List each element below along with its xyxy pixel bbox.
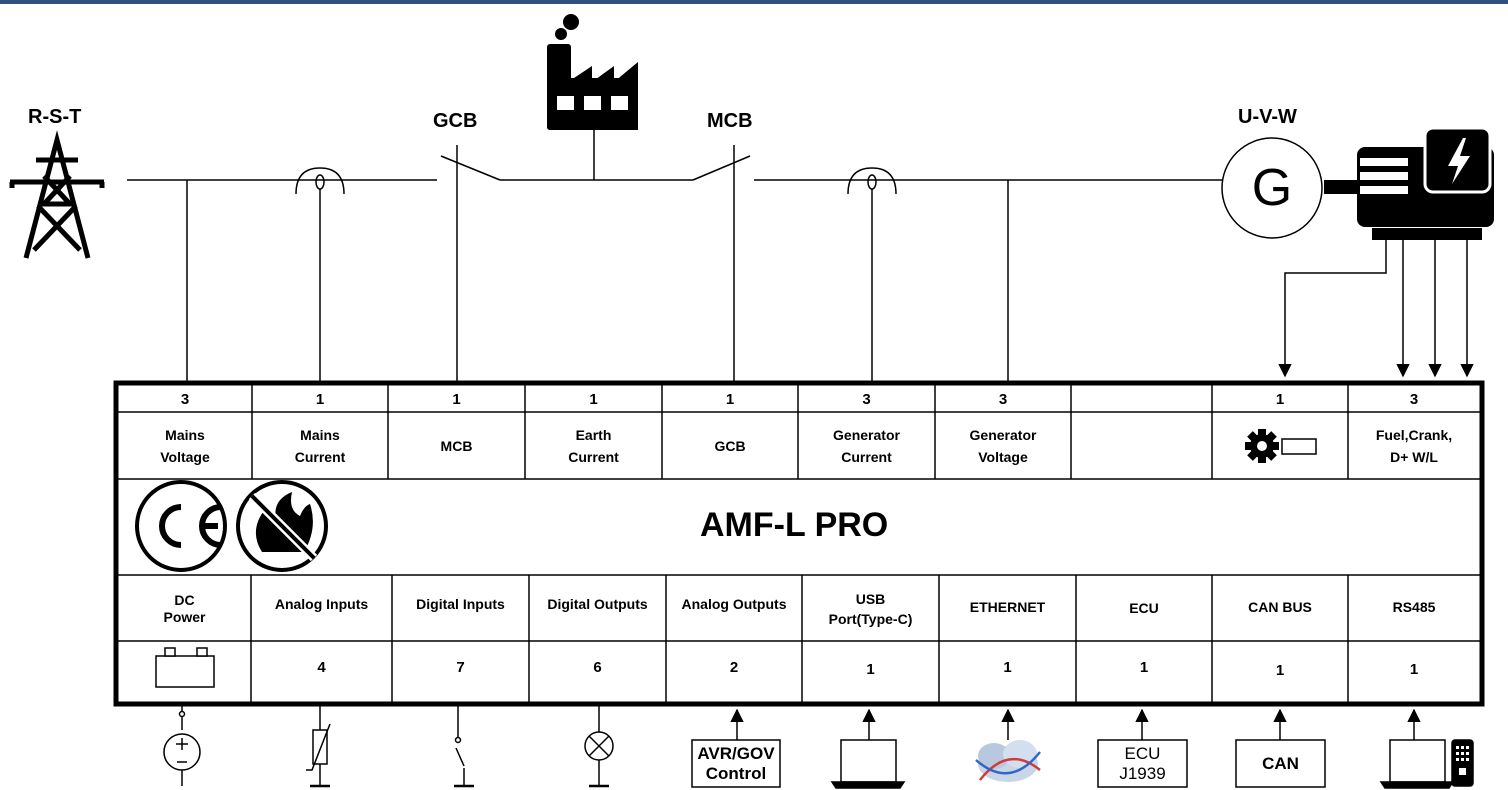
top-label-generator-current: Generator Current: [833, 426, 900, 465]
bottom-count: 1: [1139, 659, 1149, 677]
laptop-phone-icon: [1379, 739, 1474, 789]
bottom-label-analog-inputs: Analog Inputs: [274, 596, 369, 613]
lamp-icon: [584, 731, 614, 788]
top-label-earth-current: Earth Current: [568, 426, 619, 465]
bottom-count: 2: [729, 659, 739, 677]
bottom-count: 1: [866, 661, 875, 679]
bottom-label-dc-power: DC Power: [163, 591, 206, 626]
avr-gov-label: AVR/GOV Control: [697, 743, 775, 783]
factory-icon: [547, 14, 638, 130]
top-bar: [0, 0, 1508, 4]
thermistor-icon: [306, 723, 331, 788]
cloud-network-icon: [975, 740, 1041, 782]
device-frame: [113, 380, 1485, 707]
top-label-mcb: MCB: [440, 437, 473, 454]
gcb-label: GCB: [433, 110, 478, 132]
top-label-mains-current: Mains Current: [294, 426, 346, 465]
top-label-mains-voltage: Mains Voltage: [160, 426, 210, 465]
laptop-icon: [830, 739, 906, 789]
bottom-label-digital-outputs: Digital Outputs: [547, 596, 648, 613]
top-label-generator-voltage: Generator Voltage: [969, 426, 1037, 465]
switch-icon: [454, 736, 474, 788]
gear-magnetic-pickup-icon: [1245, 429, 1317, 463]
no-fire-icon: [236, 480, 328, 572]
generator-shaft: [1324, 180, 1358, 194]
bottom-count: 7: [456, 659, 465, 677]
top-label-empty: [1071, 414, 1212, 479]
device-title: AMF-L PRO: [700, 506, 889, 544]
top-count: 3: [862, 391, 871, 409]
mains-label: R-S-T: [28, 106, 82, 128]
generator-label: U-V-W: [1238, 106, 1297, 128]
top-count: [1071, 388, 1212, 412]
can-label: CAN: [1262, 753, 1299, 773]
bottom-label-digital-inputs: Digital Inputs: [416, 596, 505, 613]
top-count: 1: [725, 391, 735, 409]
bottom-label-analog-outputs: Analog Outputs: [681, 596, 787, 613]
can-box: [1235, 739, 1326, 788]
bottom-label-rs485: RS485: [1392, 599, 1436, 616]
generator-symbol: G: [1251, 159, 1293, 217]
dc-source-icon: [163, 710, 201, 786]
bottom-label-usb: USB Port(Type-C): [828, 590, 913, 627]
top-count: 1: [452, 391, 461, 409]
generator-symbol-circle: [1221, 137, 1323, 239]
top-label-gcb: GCB: [714, 437, 746, 454]
bottom-count: 1: [1409, 661, 1419, 679]
top-count: 1: [589, 391, 598, 409]
device-grid: [118, 385, 1480, 702]
ce-mark-icon: [135, 480, 227, 572]
ecu-box: [1097, 739, 1188, 788]
bottom-count: 1: [1003, 659, 1012, 677]
battery-icon: [155, 647, 215, 688]
bottom-label-ecu: ECU: [1129, 600, 1159, 617]
generator-engine-icon: [1357, 126, 1494, 240]
top-label-fuel-crank: Fuel,Crank, D+ W/L: [1375, 426, 1453, 465]
bottom-count: 6: [593, 659, 602, 677]
top-count: 3: [180, 391, 190, 409]
engine-signal-lines: [1278, 240, 1474, 378]
bottom-label-ethernet: ETHERNET: [969, 599, 1046, 616]
top-count: 3: [1409, 391, 1419, 409]
mcb-label: MCB: [707, 110, 753, 132]
top-count: 3: [998, 391, 1008, 409]
bottom-count: 1: [1275, 662, 1285, 680]
bottom-count: 4: [317, 659, 326, 677]
top-count: 1: [1275, 391, 1285, 409]
transmission-tower-icon: [9, 130, 105, 259]
bottom-label-can-bus: CAN BUS: [1248, 599, 1312, 616]
drop-lines: [186, 145, 1009, 382]
top-count: 1: [315, 391, 325, 409]
avr-gov-box: [691, 739, 781, 788]
ecu-j1939-label: ECU J1939: [1119, 743, 1166, 783]
bus-line: [127, 130, 1222, 181]
peripheral-links: [181, 704, 1421, 786]
